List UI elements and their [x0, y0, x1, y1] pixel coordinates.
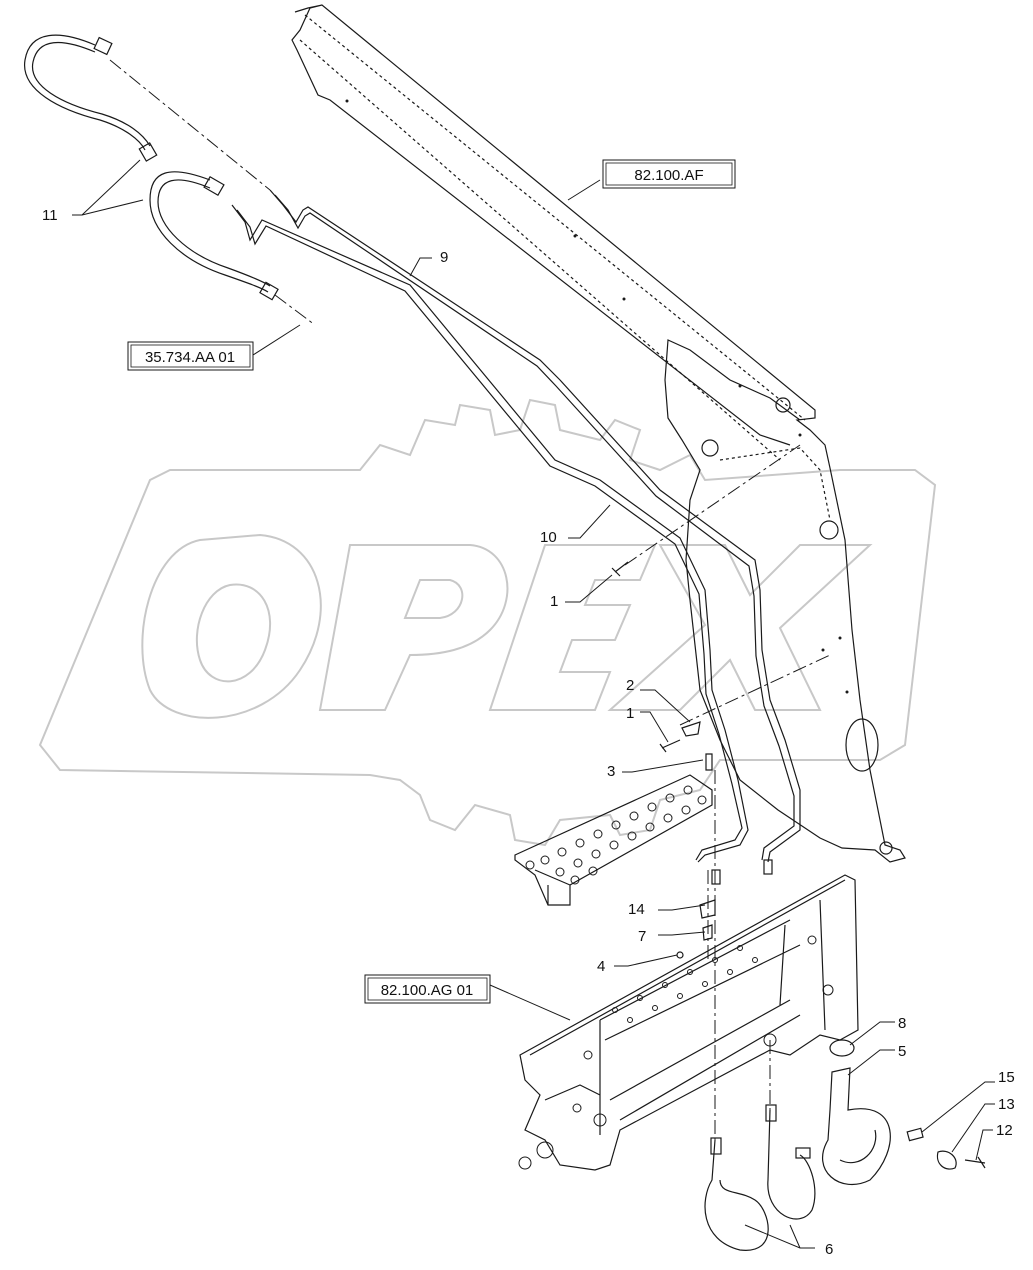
step-outline: [514, 774, 713, 906]
callout-1-upper: 1: [550, 593, 558, 610]
hose-5: [822, 1067, 891, 1186]
loader-arm-panel: [291, 4, 906, 863]
callout-13: 13: [998, 1096, 1015, 1113]
hose-6-right: [767, 1109, 816, 1220]
bolt-1-upper: [611, 561, 629, 577]
arm-hole-1: [775, 397, 791, 413]
step-plate: [514, 774, 713, 906]
hose-6-left: [704, 1139, 769, 1251]
tube-10-inner: [236, 209, 743, 861]
hose-lower-inner: [157, 179, 271, 287]
bolt-1-lower: [659, 739, 681, 753]
reference-boxes: 82.100.AF 35.734.AA 01 82.100.AG 01: [127, 159, 736, 1004]
callout-14: 14: [628, 901, 645, 918]
callout-15: 15: [998, 1069, 1015, 1086]
tube-10: [231, 204, 749, 863]
callout-1-lower: 1: [626, 705, 634, 722]
center-lines: [109, 59, 831, 1140]
hoses-11: [24, 34, 279, 301]
bolt-12: [964, 1156, 986, 1169]
watermark-letter-e: [488, 544, 657, 711]
watermark-letter-p: [318, 544, 509, 711]
callout-10: 10: [540, 529, 557, 546]
nut-4: [676, 951, 684, 959]
callout-7: 7: [638, 928, 646, 945]
watermark-letter-x: [607, 544, 873, 711]
clamp-13: [936, 1150, 957, 1170]
clamp-2: [681, 721, 701, 737]
leader-lines: [72, 159, 995, 1249]
callout-2: 2: [626, 677, 634, 694]
callout-5: 5: [898, 1043, 906, 1060]
ref-box-c[interactable]: [364, 974, 491, 1004]
step-holes: [525, 785, 707, 885]
bolt-3: [705, 753, 713, 771]
hose-upper-inner: [31, 41, 151, 147]
hose-upper: [24, 34, 146, 151]
callout-4: 4: [597, 958, 605, 975]
frame-top-holes: [612, 945, 758, 1023]
hose-6-fitting-2: [765, 1104, 777, 1122]
hose-6-fitting-1: [710, 1137, 722, 1155]
frame-inner-lines: [529, 879, 846, 1135]
callout-9: 9: [440, 249, 448, 266]
small-parts: [611, 561, 986, 1251]
hose-fitting-3: [203, 175, 225, 197]
frame-holes: [518, 935, 834, 1170]
watermark-letter-o: [141, 533, 322, 719]
ring-8: [829, 1039, 855, 1057]
tube-9-inner: [274, 194, 795, 861]
hose-fitting-1: [93, 36, 113, 56]
frame-outline: [519, 874, 859, 1171]
arm-panel-dashed-edge: [299, 14, 831, 521]
clip-14: [699, 899, 716, 919]
callouts: 11 9 10 1 2 1 3 14 7 4 8 5 15 13 12 6: [42, 207, 1015, 1258]
callout-12: 12: [996, 1122, 1013, 1139]
hose-fitting-2: [138, 142, 158, 162]
tube-9: [269, 189, 801, 863]
callout-3: 3: [607, 763, 615, 780]
arm-panel-outline: [291, 4, 906, 863]
pin-15: [906, 1127, 924, 1142]
tube-10-end-fitting: [711, 869, 721, 885]
arm-hole-3: [819, 520, 839, 540]
arm-hole-2: [701, 439, 719, 457]
ref-box-a[interactable]: [602, 159, 736, 189]
ref-label-c[interactable]: 82.100.AG 01: [381, 982, 474, 999]
hose-fitting-4: [259, 281, 279, 301]
ref-label-a[interactable]: 82.100.AF: [634, 167, 703, 184]
callout-6: 6: [825, 1241, 833, 1258]
arm-hole-5: [879, 841, 893, 855]
quick-attach-frame: [518, 874, 859, 1171]
watermark-gear-shape: [38, 398, 937, 847]
hydraulic-tubes: [231, 189, 801, 863]
arm-hole-4: [845, 718, 879, 772]
hose-6-fitting-3: [795, 1147, 811, 1159]
ref-box-b[interactable]: [127, 341, 254, 371]
callout-11: 11: [42, 207, 58, 224]
hose-lower: [149, 171, 269, 293]
clamp-7: [702, 924, 713, 941]
ref-label-b[interactable]: 35.734.AA 01: [145, 349, 235, 366]
callout-8: 8: [898, 1015, 906, 1032]
opex-watermark: [38, 398, 937, 847]
tube-9-end-fitting: [763, 859, 773, 875]
